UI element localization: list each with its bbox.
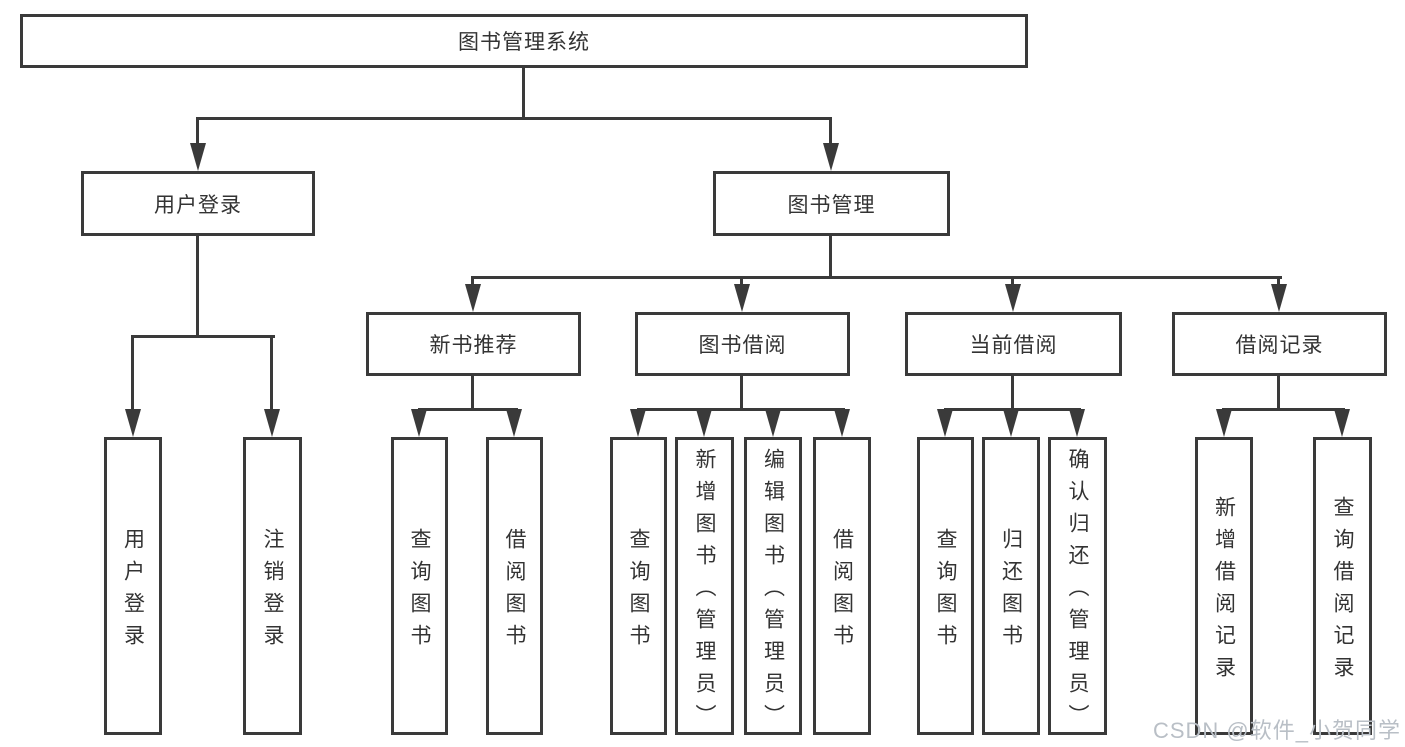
connector-line xyxy=(1277,376,1280,411)
leaf-edit-book-admin-label: 编辑图书（管理员） xyxy=(761,447,785,736)
leaf-user-login: 用户登录 xyxy=(104,437,162,735)
arrow-down-icon xyxy=(1003,409,1019,437)
node-user-login-label: 用户登录 xyxy=(154,193,242,217)
leaf-query-books-2: 查询图书 xyxy=(610,437,667,735)
leaf-add-borrow-record: 新增借阅记录 xyxy=(1195,437,1253,735)
connector-line xyxy=(1011,279,1014,287)
connector-line xyxy=(740,376,743,411)
connector-line xyxy=(1011,376,1014,411)
leaf-return-book-label: 归还图书 xyxy=(999,527,1023,656)
node-borrow-record-label: 借阅记录 xyxy=(1235,334,1324,357)
connector-line xyxy=(471,279,474,287)
arrow-down-icon xyxy=(823,143,839,171)
leaf-query-books: 查询图书 xyxy=(391,437,448,735)
node-book-borrow-label: 图书借阅 xyxy=(698,334,787,357)
leaf-query-books-3-label: 查询图书 xyxy=(934,527,957,656)
leaf-query-borrow-record: 查询借阅记录 xyxy=(1313,437,1372,735)
leaf-query-borrow-record-label: 查询借阅记录 xyxy=(1331,495,1354,688)
leaf-borrow-books: 借阅图书 xyxy=(486,437,543,735)
leaf-query-books-3: 查询图书 xyxy=(917,437,974,735)
arrow-down-icon xyxy=(506,409,522,437)
node-borrow-record: 借阅记录 xyxy=(1172,312,1387,376)
arrow-down-icon xyxy=(190,143,206,171)
leaf-return-book: 归还图书 xyxy=(982,437,1040,735)
leaf-logout-label: 注销登录 xyxy=(261,527,284,656)
connector-line xyxy=(1277,279,1280,287)
connector-line xyxy=(471,276,1282,279)
node-new-book-recommend-label: 新书推荐 xyxy=(429,334,518,357)
node-new-book-recommend: 新书推荐 xyxy=(366,312,581,376)
connector-line xyxy=(196,236,199,338)
arrow-down-icon xyxy=(765,409,781,437)
arrow-down-icon xyxy=(1271,284,1287,312)
node-root: 图书管理系统 xyxy=(20,14,1028,68)
connector-line xyxy=(471,376,474,411)
leaf-add-book-admin-label: 新增图书（管理员） xyxy=(693,447,716,736)
connector-line xyxy=(829,236,832,279)
leaf-borrow-books-2-label: 借阅图书 xyxy=(830,527,854,656)
leaf-confirm-return-admin-label: 确认归还（管理员） xyxy=(1066,447,1089,736)
leaf-borrow-books-2: 借阅图书 xyxy=(813,437,871,735)
arrow-down-icon xyxy=(734,284,750,312)
connector-line xyxy=(740,279,743,287)
connector-line xyxy=(131,335,275,338)
connector-line xyxy=(196,117,832,120)
leaf-query-books-label: 查询图书 xyxy=(408,527,431,656)
leaf-edit-book-admin: 编辑图书（管理员） xyxy=(744,437,802,736)
connector-line xyxy=(418,408,518,411)
arrow-down-icon xyxy=(937,409,953,437)
leaf-borrow-books-label: 借阅图书 xyxy=(503,527,526,656)
arrow-down-icon xyxy=(1216,409,1232,437)
connector-line xyxy=(196,120,199,148)
leaf-logout: 注销登录 xyxy=(243,437,302,735)
connector-line xyxy=(829,120,832,148)
arrow-down-icon xyxy=(696,409,712,437)
connector-line xyxy=(1222,408,1345,411)
arrow-down-icon xyxy=(834,409,850,437)
leaf-user-login-label: 用户登录 xyxy=(121,527,145,656)
node-user-login: 用户登录 xyxy=(81,171,315,236)
arrow-down-icon xyxy=(465,284,481,312)
leaf-query-books-2-label: 查询图书 xyxy=(627,527,650,656)
arrow-down-icon xyxy=(1069,409,1085,437)
arrow-down-icon xyxy=(1005,284,1021,312)
connector-line xyxy=(270,338,273,413)
node-book-management: 图书管理 xyxy=(713,171,950,236)
node-book-management-label: 图书管理 xyxy=(787,193,876,217)
arrow-down-icon xyxy=(1334,409,1350,437)
connector-line xyxy=(131,338,134,413)
arrow-down-icon xyxy=(264,409,280,437)
leaf-confirm-return-admin: 确认归还（管理员） xyxy=(1048,437,1107,736)
arrow-down-icon xyxy=(630,409,646,437)
arrow-down-icon xyxy=(125,409,141,437)
arrow-down-icon xyxy=(411,409,427,437)
csdn-watermark: CSDN @软件_小贺同学 xyxy=(1152,718,1401,743)
node-current-borrow: 当前借阅 xyxy=(905,312,1122,376)
node-book-borrow: 图书借阅 xyxy=(635,312,850,376)
node-root-label: 图书管理系统 xyxy=(458,31,590,54)
leaf-add-borrow-record-label: 新增借阅记录 xyxy=(1212,495,1236,688)
node-current-borrow-label: 当前借阅 xyxy=(969,334,1058,357)
leaf-add-book-admin: 新增图书（管理员） xyxy=(675,437,734,736)
connector-line xyxy=(637,408,845,411)
connector-line xyxy=(522,68,525,117)
